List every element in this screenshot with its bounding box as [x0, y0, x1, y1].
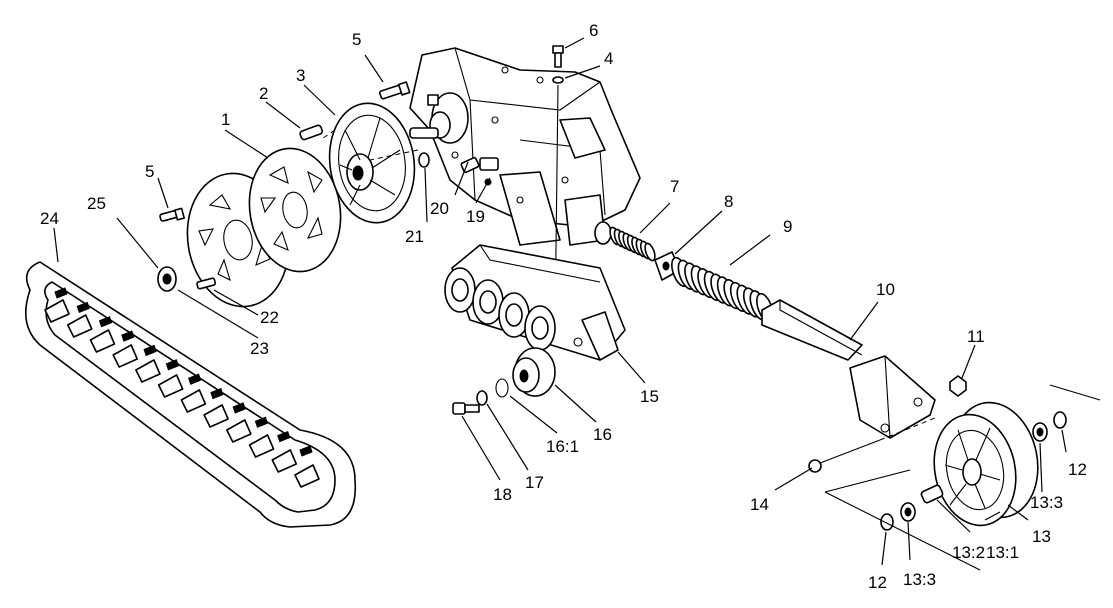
callout-13: 13 — [1032, 527, 1051, 546]
callout-12-right: 12 — [1068, 460, 1087, 479]
washers-12 — [880, 411, 1067, 531]
spring-rod-7 — [594, 221, 656, 262]
parts-19-20 — [460, 156, 499, 186]
callout-9: 9 — [783, 217, 792, 236]
callout-4: 4 — [604, 49, 613, 68]
main-frame — [409, 47, 641, 246]
callout-18: 18 — [493, 485, 512, 504]
idler-wheel-13 — [933, 401, 1039, 527]
roller-16 — [512, 347, 556, 397]
callout-13-3-right: 13:3 — [1030, 493, 1063, 512]
pin-2 — [299, 124, 324, 141]
callout-5-upper: 5 — [352, 30, 361, 49]
bolt-18 — [452, 402, 480, 415]
callout-14: 14 — [750, 495, 769, 514]
callout-labels: 1 2 3 4 5 5 6 7 8 9 10 11 12 12 13 13:1 … — [40, 21, 1087, 592]
callout-10: 10 — [876, 280, 895, 299]
callout-19: 19 — [466, 207, 485, 226]
callout-17: 17 — [525, 473, 544, 492]
washer-17 — [476, 390, 488, 406]
bolt-5-lower — [159, 207, 185, 222]
callout-12-left: 12 — [868, 573, 887, 592]
callout-5-lower: 5 — [145, 162, 154, 181]
hub-flange — [328, 102, 416, 224]
callout-24: 24 — [40, 209, 59, 228]
spring-9 — [671, 256, 774, 324]
axle-bolt-14 — [808, 439, 881, 473]
callout-11: 11 — [967, 327, 985, 346]
callout-20: 20 — [430, 199, 449, 218]
callout-3: 3 — [296, 66, 305, 85]
bearing-23 — [157, 266, 177, 292]
callout-6: 6 — [589, 21, 598, 40]
nut-11 — [949, 375, 967, 397]
leader-lines — [53, 37, 1067, 566]
callout-16: 16 — [593, 425, 612, 444]
callout-13-2: 13:2 — [952, 543, 985, 562]
callout-23: 23 — [250, 339, 269, 358]
spacer-13-2 — [920, 484, 944, 504]
callout-25: 25 — [87, 194, 106, 213]
nut-21 — [418, 152, 430, 168]
tension-arm-10 — [761, 299, 936, 439]
callout-13-1: 13:1 — [986, 543, 1019, 562]
callout-15: 15 — [640, 387, 659, 406]
snap-ring-16-1 — [495, 378, 509, 398]
callout-8: 8 — [724, 192, 733, 211]
callout-7: 7 — [670, 177, 679, 196]
callout-21: 21 — [405, 227, 424, 246]
bolt-22 — [196, 277, 217, 290]
rubber-track — [24, 261, 357, 528]
bolt-5-upper — [379, 81, 411, 100]
callout-2: 2 — [259, 84, 268, 103]
spindle — [409, 92, 469, 144]
sprocket-plate-inner — [248, 147, 342, 273]
bearings-13-3 — [900, 422, 1048, 522]
roller-bogie — [444, 244, 626, 361]
callout-16-1: 16:1 — [546, 437, 579, 456]
callout-1: 1 — [221, 110, 230, 129]
callout-13-3-left: 13:3 — [903, 570, 936, 589]
bolt-6 — [552, 45, 564, 84]
callout-22: 22 — [260, 308, 279, 327]
